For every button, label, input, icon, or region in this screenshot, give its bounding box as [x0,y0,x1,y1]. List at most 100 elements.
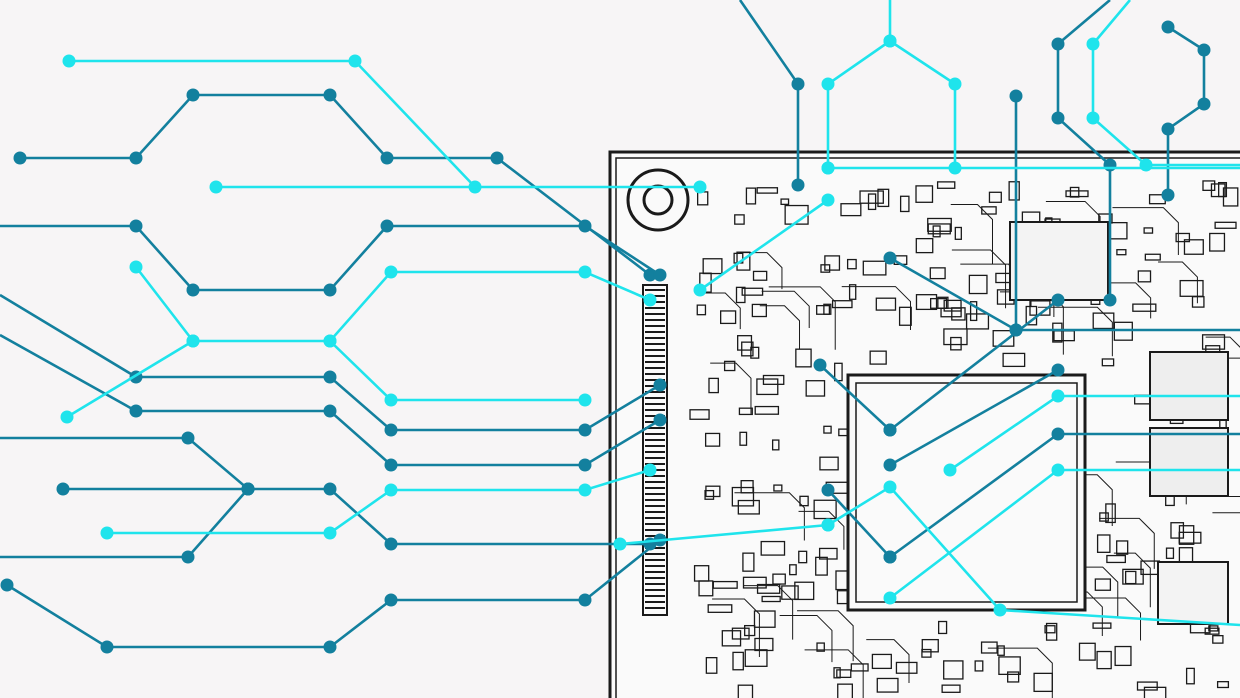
dark-node [181,550,195,564]
cyan-node [943,463,957,477]
dark-node [578,423,592,437]
component [1210,183,1226,198]
cyan-node [578,265,592,279]
component [1008,181,1020,201]
component [689,409,710,420]
component [846,258,857,270]
cyan-node [209,180,223,194]
component [1170,522,1185,539]
component [704,489,715,500]
component [921,648,932,658]
dark-node [1161,122,1175,136]
dark-node [1103,293,1117,307]
component [721,630,742,647]
component [1078,642,1096,661]
dark-trace [0,293,661,432]
cyan-node [821,161,835,175]
cyan-node [821,193,835,207]
circuit-board [608,150,1240,698]
component [898,306,912,326]
cyan-node [578,483,592,497]
component [1132,303,1157,312]
component [968,274,988,295]
dark-node [1051,111,1065,125]
dark-node [323,88,337,102]
component [720,310,737,325]
component [969,301,978,322]
component [816,642,825,652]
board-trace [761,290,810,329]
dark-node [56,482,70,496]
component [813,499,837,520]
component [737,499,760,515]
dark-node [384,423,398,437]
component [771,439,780,451]
component [1044,625,1056,634]
cyan-node [693,283,707,297]
cyan-node [821,518,835,532]
component [824,255,841,271]
dark-node [181,431,195,445]
component [943,328,968,346]
cyan-node [1139,158,1153,172]
dark-node [578,219,592,233]
dark-node [813,358,827,372]
component [936,181,956,189]
component [859,190,884,204]
board-trace [950,203,993,265]
dark-node [323,482,337,496]
component [998,656,1021,676]
cyan-node [348,54,362,68]
cyan-trace [329,340,585,402]
dark-node [883,458,897,472]
board-trace [987,647,1053,698]
board-trace [1112,207,1179,255]
dark-node [13,151,27,165]
component [848,284,857,300]
dark-trace [0,224,661,292]
dark-node [1009,89,1023,103]
board-trace [1205,336,1240,348]
dark-node [384,593,398,607]
cyan-trace [134,266,651,343]
cyan-node [384,265,398,279]
board-trace [797,610,854,662]
dark-node [883,550,897,564]
component [742,576,767,589]
cyan-node [613,537,627,551]
component [707,604,733,613]
cyan-node [1051,463,1065,477]
component [734,214,745,225]
component [754,637,774,652]
component [751,303,767,318]
component [1165,547,1175,559]
dark-node [883,251,897,265]
component [1212,635,1224,644]
component [1045,622,1058,641]
component [798,550,808,564]
component [937,296,949,309]
dark-trace [889,368,1059,467]
cyan-node [883,34,897,48]
component [753,610,776,628]
component [950,336,962,351]
component [836,669,852,679]
small-chip [1157,561,1229,625]
component [1185,667,1195,685]
component [742,552,755,572]
component [752,270,768,281]
component [762,374,785,385]
dark-node [883,423,897,437]
dark-node [129,151,143,165]
board-trace [1113,552,1151,608]
component [862,260,887,276]
component [744,624,756,637]
component [1183,239,1204,255]
component [943,299,962,312]
dark-trace [0,488,249,559]
cyan-node [883,591,897,605]
dark-node [821,483,835,497]
board-trace [804,649,864,698]
board-trace [743,585,794,640]
